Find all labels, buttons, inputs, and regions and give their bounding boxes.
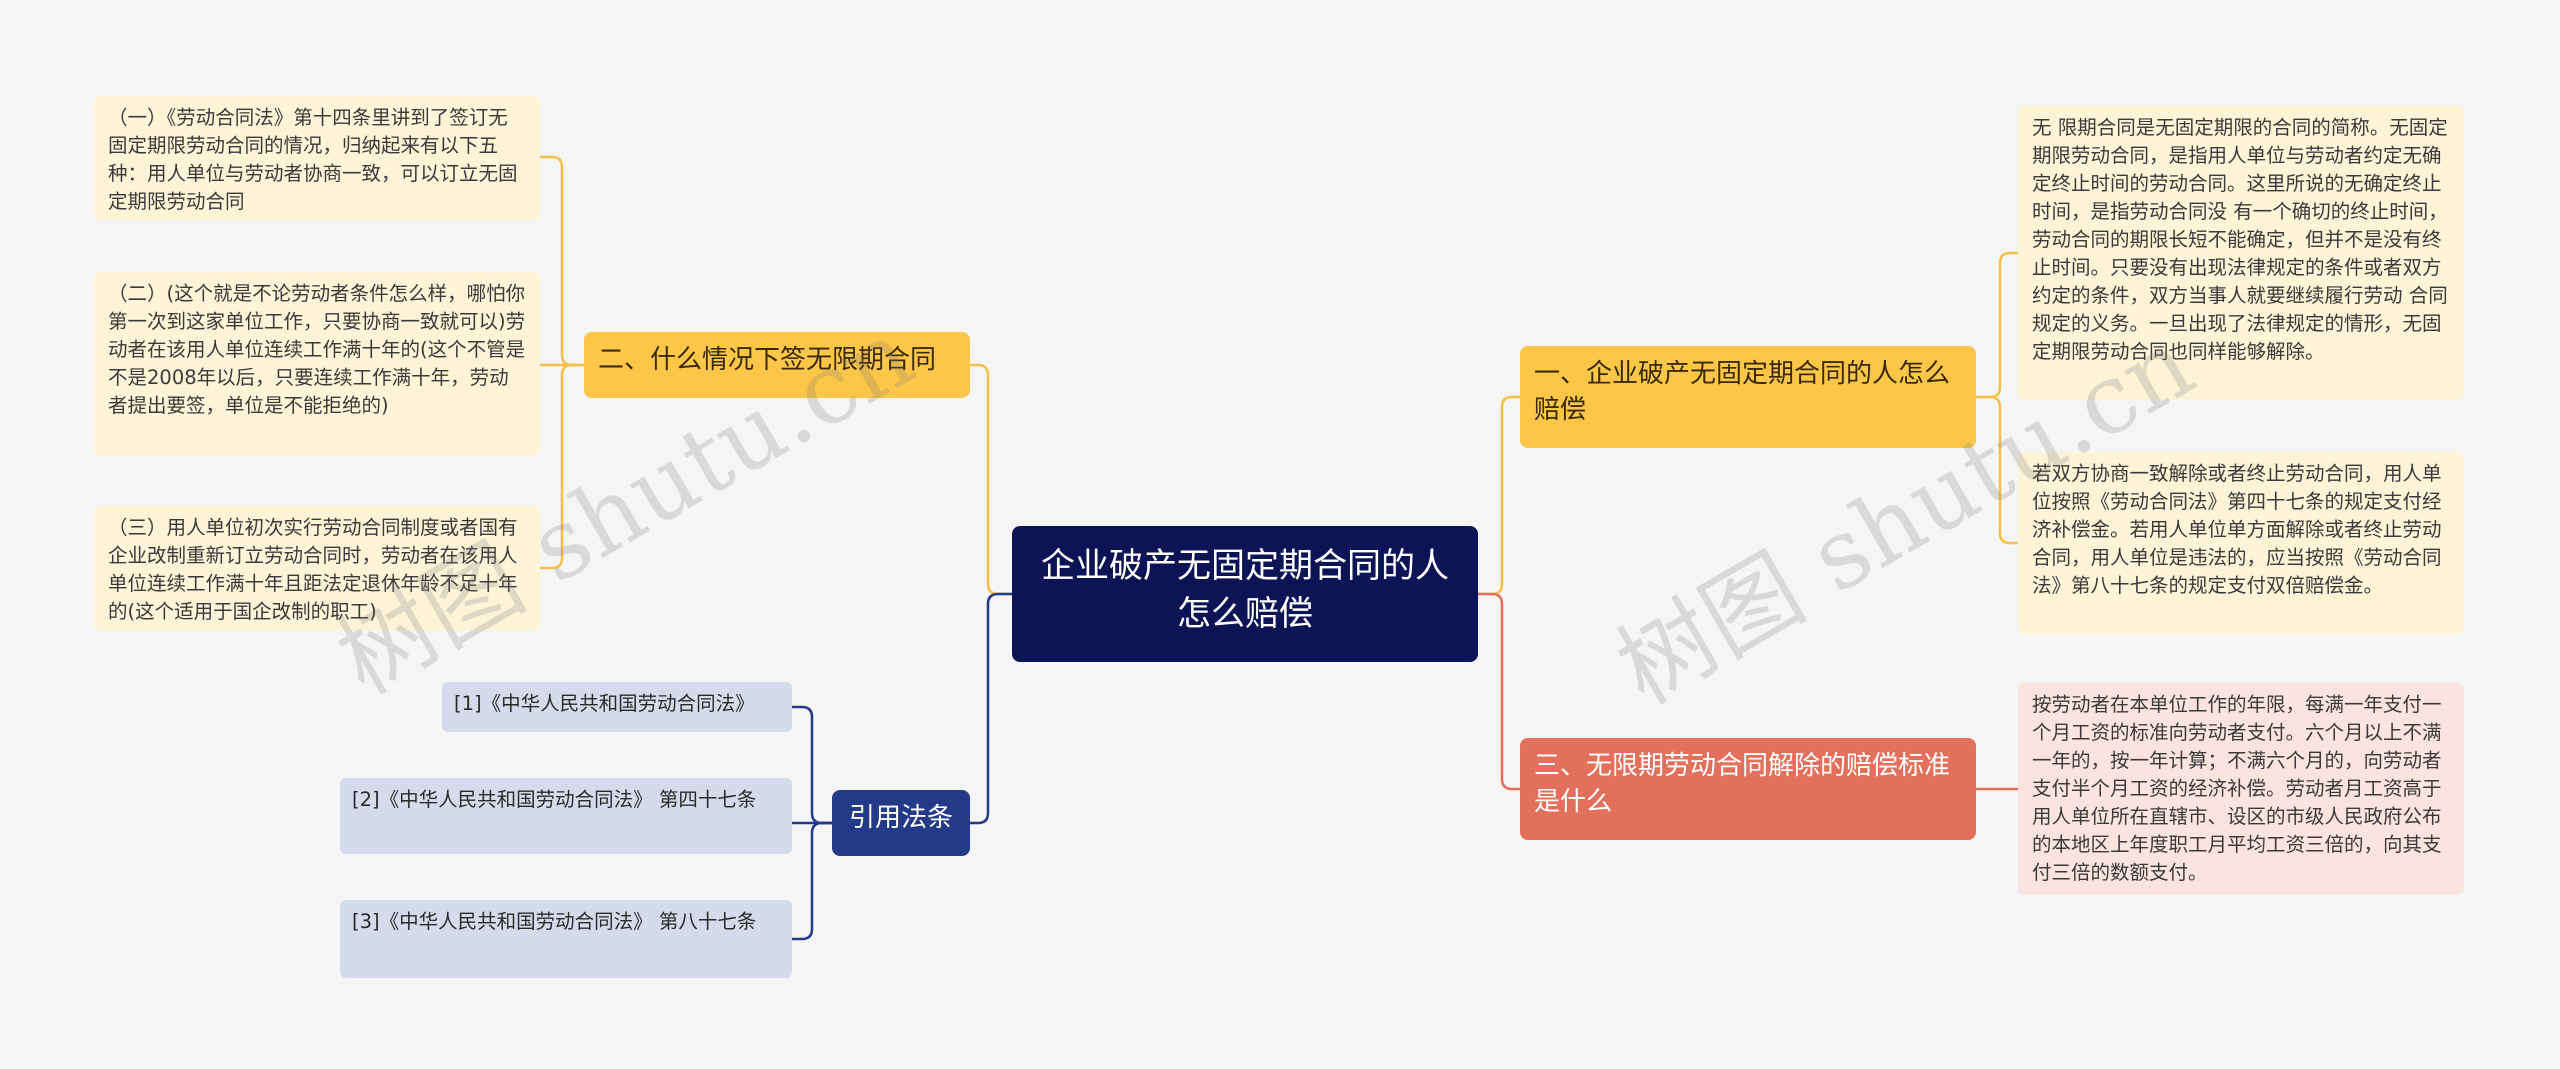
branch-right2[interactable]: 三、无限期劳动合同解除的赔偿标准是什么	[1520, 738, 1976, 840]
branch-left1[interactable]: 二、什么情况下签无限期合同	[584, 332, 970, 398]
leaf-left2-1[interactable]: [1]《中华人民共和国劳动合同法》	[442, 682, 792, 732]
leaf-right2-1[interactable]: 按劳动者在本单位工作的年限，每满一年支付一个月工资的标准向劳动者支付。六个月以上…	[2018, 683, 2464, 895]
leaf-left1-1-text: （一）《劳动合同法》第十四条里讲到了签订无固定期限劳动合同的情况，归纳起来有以下…	[108, 106, 518, 213]
branch-right2-label: 三、无限期劳动合同解除的赔偿标准是什么	[1534, 751, 1951, 817]
leaf-left2-3[interactable]: [3]《中华人民共和国劳动合同法》 第八十七条	[340, 900, 792, 978]
connector-left1-leaf1	[540, 155, 584, 367]
connector-root-right2	[1478, 592, 1520, 791]
leaf-left1-3[interactable]: （三）用人单位初次实行劳动合同制度或者国有企业改制重新订立劳动合同时，劳动者在该…	[94, 506, 540, 630]
branch-right1[interactable]: 一、企业破产无固定期合同的人怎么赔偿	[1520, 346, 1976, 448]
branch-left2[interactable]: 引用法条	[832, 790, 970, 856]
leaf-right1-1-text: 无 限期合同是无固定期限的合同的简称。无固定期限劳动合同，是指用人单位与劳动者约…	[2032, 116, 2448, 363]
connector-left2-leaf3	[792, 821, 832, 941]
leaf-left2-2-text: [2]《中华人民共和国劳动合同法》 第四十七条	[352, 788, 757, 811]
connector-root-right1	[1478, 395, 1520, 596]
branch-left1-label: 二、什么情况下签无限期合同	[598, 345, 937, 375]
connector-root-left1	[970, 363, 1012, 596]
connector-right1-leaf2	[1976, 395, 2018, 545]
leaf-left1-2[interactable]: （二）(这个就是不论劳动者条件怎么样，哪怕你第一次到这家单位工作，只要协商一致就…	[94, 272, 540, 456]
leaf-right1-1[interactable]: 无 限期合同是无固定期限的合同的简称。无固定期限劳动合同，是指用人单位与劳动者约…	[2018, 106, 2464, 400]
branch-right1-label: 一、企业破产无固定期合同的人怎么赔偿	[1534, 359, 1951, 425]
leaf-left1-2-text: （二）(这个就是不论劳动者条件怎么样，哪怕你第一次到这家单位工作，只要协商一致就…	[108, 282, 526, 417]
branch-left2-label: 引用法条	[848, 803, 953, 833]
leaf-right1-2[interactable]: 若双方协商一致解除或者终止劳动合同，用人单位按照《劳动合同法》第四十七条的规定支…	[2018, 452, 2464, 634]
leaf-right1-2-text: 若双方协商一致解除或者终止劳动合同，用人单位按照《劳动合同法》第四十七条的规定支…	[2032, 462, 2442, 597]
leaf-left2-2[interactable]: [2]《中华人民共和国劳动合同法》 第四十七条	[340, 778, 792, 854]
connector-left2-leaf1	[792, 705, 832, 825]
root-title: 企业破产无固定期合同的人怎么赔偿	[1041, 546, 1449, 634]
leaf-left1-1[interactable]: （一）《劳动合同法》第十四条里讲到了签订无固定期限劳动合同的情况，归纳起来有以下…	[94, 96, 540, 220]
connector-root-left2	[970, 592, 1012, 825]
leaf-right2-1-text: 按劳动者在本单位工作的年限，每满一年支付一个月工资的标准向劳动者支付。六个月以上…	[2032, 693, 2442, 884]
root-topic[interactable]: 企业破产无固定期合同的人怎么赔偿	[1012, 526, 1478, 662]
leaf-left1-3-text: （三）用人单位初次实行劳动合同制度或者国有企业改制重新订立劳动合同时，劳动者在该…	[108, 516, 518, 623]
connector-left1-leaf3	[540, 363, 584, 570]
leaf-left2-1-text: [1]《中华人民共和国劳动合同法》	[454, 692, 755, 715]
leaf-left2-3-text: [3]《中华人民共和国劳动合同法》 第八十七条	[352, 910, 757, 933]
